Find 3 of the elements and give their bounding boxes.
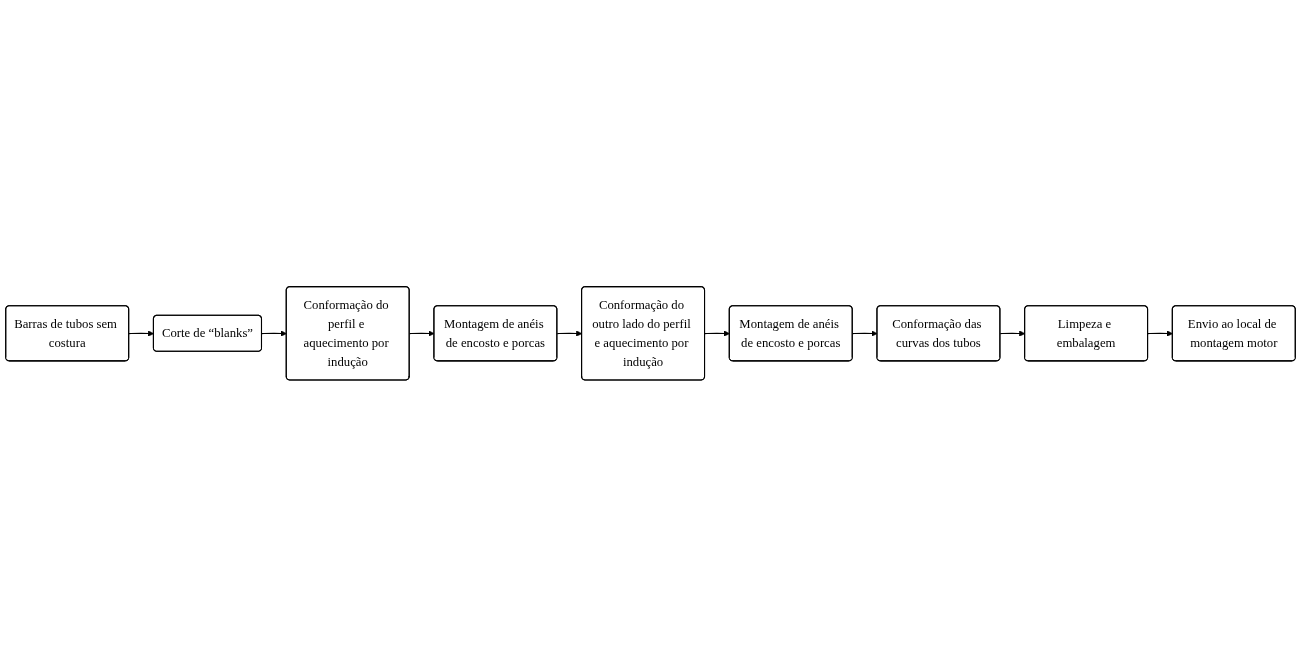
- arrow: [261, 330, 287, 337]
- arrow: [1147, 330, 1173, 337]
- arrow: [704, 330, 730, 337]
